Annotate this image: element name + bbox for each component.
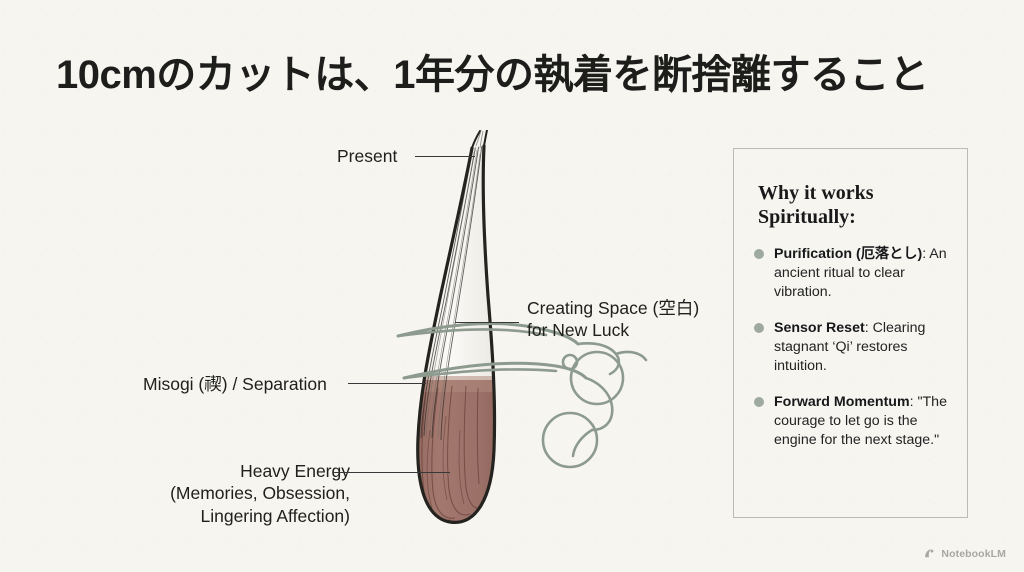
leader-line-misogi [348, 383, 426, 384]
list-item: Sensor Reset: Clearing stagnant ‘Qi’ res… [754, 319, 954, 376]
callout-creating-space-line2: for New Luck [527, 320, 630, 341]
scissors-icon [396, 322, 648, 469]
callout-creating-space: Creating Space (空白) for New Luck [527, 297, 727, 342]
illustration-svg [396, 130, 648, 524]
bullet-text: Clearing stagnant ‘Qi’ restores intuitio… [774, 320, 926, 375]
list-item: Forward Momentum: "The courage to let go… [754, 393, 954, 450]
bullet-dot-icon [754, 323, 764, 334]
panel-heading: Why it works Spiritually: [758, 181, 953, 230]
bullet-separator: : [864, 320, 869, 337]
bullet-dot-icon [754, 249, 764, 259]
notebooklm-watermark: NotebookLM [923, 547, 1006, 560]
callout-heavy-energy-line3: Lingering Affection) [200, 505, 350, 526]
callout-heavy-energy-line1: Heavy Energy [240, 461, 350, 481]
bullet-text: An ancient ritual to clear vibration. [774, 246, 947, 301]
panel-heading-line2: Spiritually: [758, 206, 856, 229]
bullet-dot-icon [754, 397, 764, 408]
hair-strand-body [417, 146, 495, 523]
hair-strand-outline [416, 144, 497, 524]
page-title: 10cmのカットは、1年分の執着を断捨離すること [56, 53, 929, 97]
panel-bullet-list: Purification (厄落とし): An ancient ritual t… [754, 245, 954, 450]
why-it-works-panel: Why it works Spiritually: Purification (… [733, 148, 968, 518]
callout-misogi: Misogi (禊) / Separation [143, 374, 327, 394]
panel-heading-line1: Why it works [758, 182, 874, 204]
callout-heavy-energy: Heavy Energy (Memories, Obsession, Linge… [140, 460, 350, 527]
list-item: Purification (厄落とし): An ancient ritual t… [754, 245, 954, 302]
bullet-term: Sensor Reset [774, 320, 865, 337]
leader-line-heavy-energy [334, 472, 450, 473]
bullet-term: Forward Momentum [774, 394, 910, 411]
leader-line-present [415, 156, 475, 157]
watermark-label: NotebookLM [941, 547, 1006, 560]
callout-heavy-energy-line2: (Memories, Obsession, [170, 483, 350, 504]
leader-line-creating-space [455, 322, 519, 323]
bullet-term: Purification (厄落とし) [774, 246, 923, 262]
callout-present: Present [337, 146, 398, 166]
bullet-text: "The courage to let go is the engine for… [774, 394, 947, 449]
hair-tips [471, 130, 488, 149]
bullet-separator: : [922, 246, 927, 262]
bullet-separator: : [909, 394, 914, 411]
callout-creating-space-line1: Creating Space (空白) [527, 298, 700, 318]
notebooklm-logo-icon [925, 549, 934, 558]
hair-strand-illustration [360, 130, 660, 540]
